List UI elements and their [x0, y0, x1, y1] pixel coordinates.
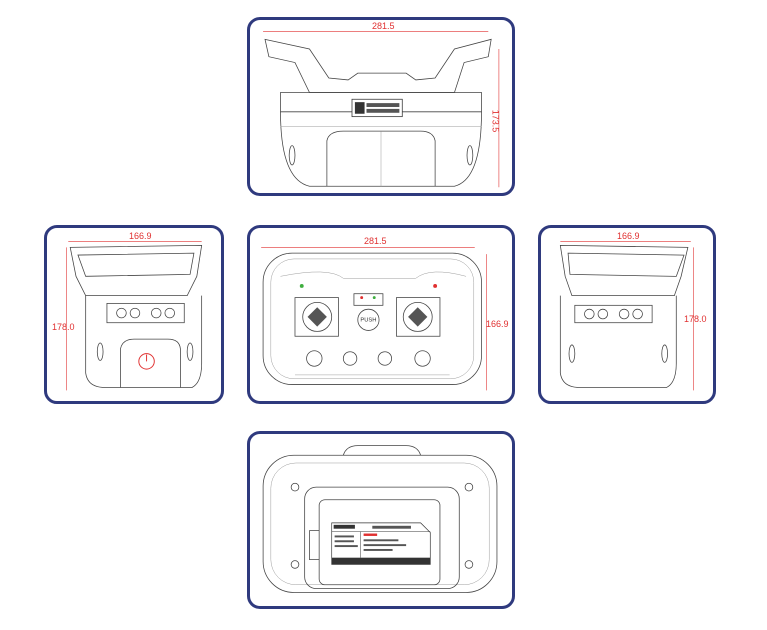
left-width-dimension: 166.9: [129, 231, 152, 241]
left-height-dimension: 178.0: [52, 322, 75, 332]
status-led-green: [299, 284, 304, 288]
right-height-dimension: 178.0: [684, 314, 707, 324]
right-round-button[interactable]: [414, 350, 431, 367]
product-label: [331, 522, 431, 565]
front-view-drawing: PUSH: [261, 247, 487, 391]
left-view-drawing: [66, 241, 203, 391]
right-rotary-knob[interactable]: [377, 351, 393, 366]
push-button[interactable]: PUSH: [357, 308, 380, 331]
battery-cover[interactable]: [318, 499, 441, 586]
left-joystick[interactable]: [294, 297, 339, 337]
left-round-button[interactable]: [306, 350, 323, 367]
top-width-dimension: 281.5: [372, 21, 395, 31]
bottom-view-panel: [247, 431, 515, 609]
power-icon: [138, 353, 155, 370]
right-view-panel: 166.9 178.0: [538, 225, 716, 404]
right-view-drawing: [559, 241, 694, 391]
top-view-drawing: [263, 31, 500, 188]
right-joystick[interactable]: [396, 297, 441, 337]
bottom-view-drawing: [262, 445, 498, 593]
left-rotary-knob[interactable]: [342, 351, 358, 366]
svg-text:PUSH: PUSH: [360, 318, 376, 324]
left-view-panel: 166.9 178.0: [44, 225, 224, 404]
indicator-panel: [353, 293, 384, 306]
status-led-red: [433, 284, 438, 288]
top-height-dimension: 173.5: [490, 109, 501, 133]
front-view-panel: PUSH 281.5 166.9: [247, 225, 515, 404]
top-view-panel: 281.5 173.5: [247, 17, 515, 196]
right-width-dimension: 166.9: [617, 231, 640, 241]
front-width-dimension: 281.5: [364, 236, 387, 246]
front-height-dimension: 166.9: [486, 319, 509, 329]
